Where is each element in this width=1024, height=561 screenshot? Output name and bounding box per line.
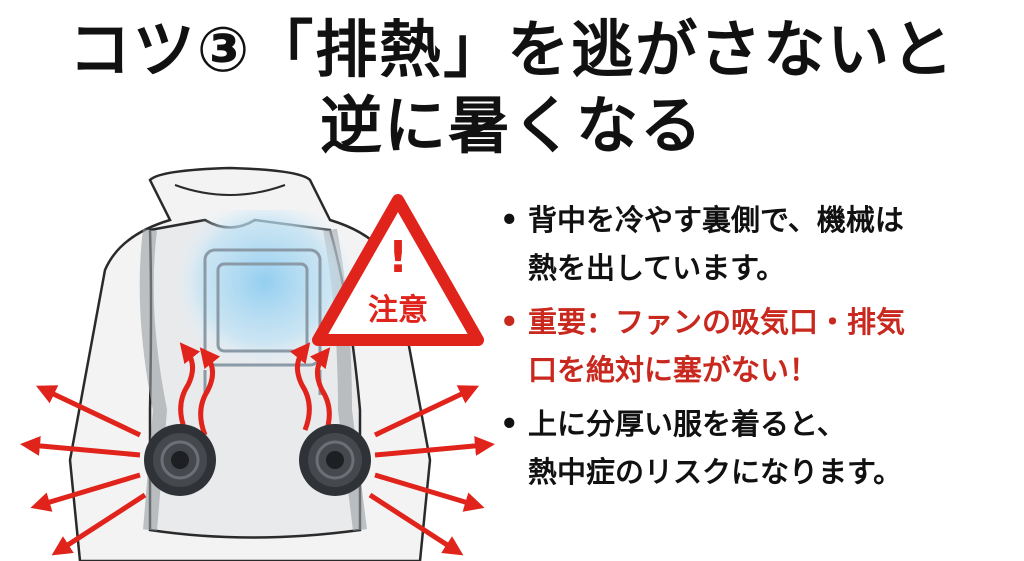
fan-left-icon	[144, 424, 216, 496]
bullet-line: 背中を冷やす裏側で、機械は	[528, 203, 904, 237]
warning-label: 注意	[368, 293, 428, 328]
fan-vest-illustration: ! 注意	[20, 166, 495, 561]
fan-right-icon	[299, 424, 371, 496]
exhaust-arrows-left	[20, 385, 147, 556]
bullet-list: • 背中を冷やす裏側で、機械は 熱を出しています。 • 重要：ファンの吸気口・排…	[498, 196, 1018, 502]
bullet-line: 上に分厚い服を着ると、	[528, 407, 846, 441]
bullet-line: 重要：ファンの吸気口・排気	[528, 305, 906, 339]
warning-mark: !	[388, 232, 408, 283]
exhaust-arrows-right	[368, 385, 495, 556]
warning-triangle-icon: ! 注意	[312, 194, 484, 346]
bullet-item-heat: • 背中を冷やす裏側で、機械は 熱を出しています。	[498, 196, 1018, 292]
bullet-dot: •	[500, 203, 519, 237]
bullet-line: 熱を出しています。	[528, 251, 786, 285]
page-title-line-1: コツ③「排熱」を逃がさないと	[68, 13, 956, 86]
bullet-dot: •	[500, 305, 519, 339]
bullet-dot: •	[500, 407, 519, 441]
bullet-line: 口を絶対に塞がない！	[528, 353, 819, 387]
bullet-item-important: • 重要：ファンの吸気口・排気 口を絶対に塞がない！	[498, 298, 1018, 394]
page-title-line-2: 逆に暑くなる	[319, 89, 704, 162]
bullet-item-clothing: • 上に分厚い服を着ると、 熱中症のリスクになります。	[498, 400, 1018, 496]
heat-arrow-icon	[178, 342, 332, 436]
bullet-line: 熱中症のリスクになります。	[528, 455, 903, 489]
